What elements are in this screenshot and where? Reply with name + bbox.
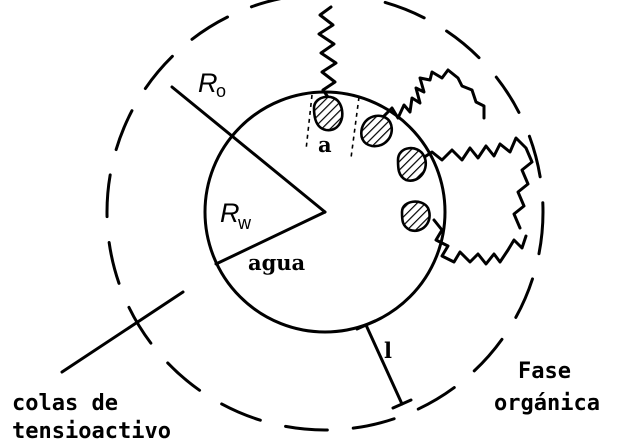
- outer-radius-line: [170, 85, 327, 214]
- water-radius-subscript: w: [237, 213, 252, 233]
- surfactant-tail: [380, 68, 486, 120]
- outer-radius-subscript: o: [216, 81, 226, 101]
- surfactant-head: [312, 95, 344, 132]
- surfactant-head: [400, 200, 431, 233]
- head-area-dash-left: [305, 94, 313, 151]
- water-radius-label: R: [220, 198, 240, 228]
- tails-label-line2: tensioactivo: [12, 419, 171, 444]
- head-area-label: a: [318, 132, 332, 157]
- tail-length-line: [364, 323, 404, 406]
- organic-phase-label-line1: Fase: [518, 359, 571, 384]
- surfactant-head: [396, 146, 427, 182]
- head-area-dash-right: [350, 96, 360, 159]
- tail-length-label: l: [384, 338, 392, 363]
- surfactant-tail: [418, 136, 534, 230]
- tail-length-tick-inner: [355, 319, 377, 331]
- surfactant-tail: [317, 5, 338, 102]
- surfactant-tail: [432, 218, 528, 266]
- surfactant-head: [360, 114, 393, 148]
- tails-label-line1: colas de: [12, 391, 118, 416]
- tails-pointer-line: [60, 290, 185, 374]
- water-label: agua: [248, 250, 306, 275]
- tail-length-tick-outer: [391, 398, 413, 410]
- outer-dashed-boundary: [105, 0, 545, 432]
- organic-phase-label-line2: orgánica: [494, 391, 600, 416]
- outer-radius-label: R: [198, 68, 218, 98]
- water-radius-line: [214, 210, 327, 266]
